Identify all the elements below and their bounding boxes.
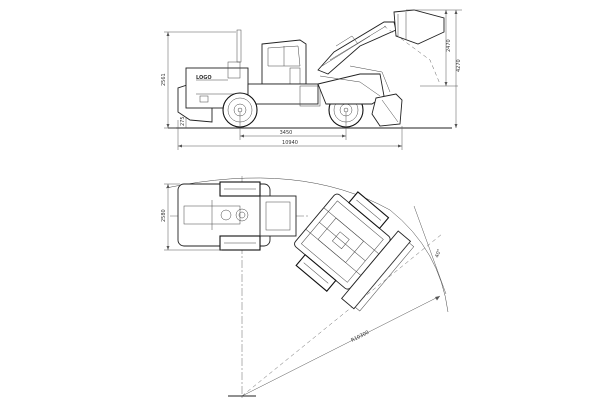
wheelbase-label: 3450 (280, 130, 293, 136)
height-2-label: 4270 (456, 59, 462, 72)
turn-angle-line (241, 233, 443, 397)
exhaust-stack (236, 29, 242, 63)
plan-width-label: 2580 (161, 209, 167, 222)
exhaust-box (227, 61, 241, 79)
bucket-lowered (371, 93, 403, 127)
plan-view: 2580 40° R10300 (161, 176, 449, 400)
ground-clearance-label: 275 (180, 116, 186, 126)
svg-text:LOGO: LOGO (196, 75, 212, 81)
front-chassis (317, 73, 385, 105)
frame (247, 83, 319, 105)
turn-angle-label: 40° (434, 248, 443, 259)
side-view: LOGO (161, 9, 462, 150)
height-3-label: 2470 (446, 39, 452, 52)
overall-height-label: 2561 (161, 73, 167, 86)
overall-length-label: 10940 (282, 140, 298, 146)
turn-radius-label: R10300 (350, 330, 370, 344)
lift-arm-raised (317, 21, 397, 75)
turning-arc (165, 177, 449, 313)
front-frame-top (294, 191, 415, 312)
turn-radius-line (241, 295, 441, 397)
raised-outline (383, 25, 441, 85)
